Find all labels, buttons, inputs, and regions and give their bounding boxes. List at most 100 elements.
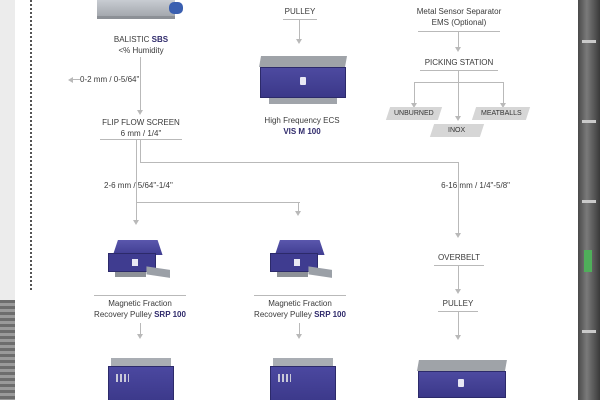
- srp-logo: [293, 259, 300, 267]
- right-photo-edge: [578, 0, 600, 400]
- photo-beam: [582, 40, 596, 43]
- connector-line: [458, 312, 459, 336]
- connector-line: [298, 202, 299, 212]
- underline: [418, 31, 500, 32]
- underline: [438, 311, 478, 312]
- arrow-down: [411, 103, 417, 108]
- photo-green-detail: [584, 250, 592, 272]
- sbs-label: BALISTIC SBS <% Humidity: [96, 34, 186, 56]
- ems-line2: EMS (Optional): [431, 18, 487, 27]
- overbelt-label: OVERBELT: [437, 253, 481, 262]
- ecs-label: High Frequency ECS VIS M 100: [252, 115, 352, 137]
- ecs-logo: [299, 76, 306, 85]
- connector-line: [414, 82, 504, 83]
- connector-line: [299, 323, 300, 335]
- connector-line: [299, 20, 300, 40]
- srp-feet: [115, 271, 147, 277]
- machine-body: [108, 365, 174, 400]
- srp-right-line1: Magnetic Fraction: [268, 299, 332, 308]
- connector-line: [140, 323, 141, 335]
- arrow-down: [137, 110, 143, 115]
- lower-machine-left: [108, 358, 174, 400]
- connector-line: [136, 140, 137, 222]
- output-unburned-label: UNBURNED: [394, 110, 434, 117]
- arrow-left: [68, 77, 73, 83]
- connector-line: [458, 266, 459, 290]
- connector-line: [458, 71, 459, 117]
- output-meatballs-label: MEATBALLS: [480, 110, 522, 117]
- srp-feet: [277, 271, 309, 277]
- output-inox-label: INOX: [448, 127, 466, 134]
- srp-right-line2: Recovery Pulley: [254, 310, 315, 319]
- ecs-model: VIS M 100: [283, 127, 321, 136]
- srp-hood: [112, 240, 163, 255]
- arrow-down: [295, 211, 301, 216]
- ecs-belt-top: [417, 360, 507, 371]
- output-inox: INOX: [429, 124, 485, 137]
- picking-station-label: PICKING STATION: [424, 58, 494, 67]
- connector-line: [503, 82, 504, 104]
- ems-line1: Metal Sensor Separator: [416, 7, 502, 16]
- srp-hood: [274, 240, 325, 255]
- branch-left-size: 2-6 mm / 5/64"-1/4": [104, 181, 173, 190]
- sbs-machine-image: [97, 0, 189, 26]
- connector-line: [458, 32, 459, 48]
- machine-vent: [115, 374, 130, 383]
- sbs-brand: SBS: [151, 35, 169, 44]
- underline: [254, 295, 346, 296]
- ecs-base: [268, 97, 338, 104]
- underline: [100, 139, 182, 140]
- flip-flow-name: FLIP FLOW SCREEN: [102, 118, 180, 127]
- connector-line: [140, 140, 141, 162]
- sbs-name-prefix: BALISTIC: [113, 35, 152, 44]
- underline: [94, 295, 186, 296]
- arrow-down: [455, 335, 461, 340]
- flip-flow-size: 6 mm / 1/4": [120, 129, 162, 138]
- srp-machine-right: [270, 240, 332, 284]
- ecs-line1: High Frequency ECS: [264, 116, 340, 125]
- sbs-humidity: <% Humidity: [118, 46, 164, 55]
- connector-line: [458, 162, 459, 234]
- connector-line: [72, 79, 80, 80]
- arrow-down: [137, 334, 143, 339]
- connector-line: [140, 57, 141, 113]
- ecs-logo: [458, 379, 465, 388]
- ecs-machine-image: [258, 56, 348, 108]
- srp-chute: [308, 266, 332, 278]
- underline: [434, 265, 484, 266]
- arrow-down: [455, 233, 461, 238]
- lower-machine-right: [270, 358, 336, 400]
- srp-left-line1: Magnetic Fraction: [108, 299, 172, 308]
- connector-line: [140, 162, 458, 163]
- dotted-border-line: [30, 0, 32, 290]
- connector-line: [136, 202, 300, 203]
- sbs-motor: [169, 2, 183, 14]
- underline: [420, 70, 498, 71]
- srp-chute: [146, 266, 170, 278]
- srp-logo: [131, 259, 138, 267]
- pulley-top-label: PULLEY: [284, 7, 316, 16]
- srp-left-model: SRP 100: [154, 310, 186, 319]
- flip-flow-label: FLIP FLOW SCREEN 6 mm / 1/4": [96, 117, 186, 139]
- industrial-photo-strip: [0, 300, 15, 400]
- ecs-body: [260, 67, 346, 98]
- lower-ecs-machine: [417, 360, 507, 400]
- reject-size-label: 0-2 mm / 0-5/64": [80, 75, 140, 84]
- ems-label: Metal Sensor Separator EMS (Optional): [404, 6, 514, 28]
- arrow-down: [455, 116, 461, 121]
- output-unburned: UNBURNED: [385, 107, 443, 120]
- arrow-down: [500, 103, 506, 108]
- arrow-down: [296, 334, 302, 339]
- underline: [283, 19, 317, 20]
- arrow-down: [455, 47, 461, 52]
- branch-right-size: 6-16 mm / 1/4"-5/8": [441, 181, 510, 190]
- machine-top: [272, 358, 334, 367]
- connector-line: [414, 82, 415, 104]
- srp-left-line2: Recovery Pulley: [94, 310, 155, 319]
- srp-right-label: Magnetic Fraction Recovery Pulley SRP 10…: [248, 298, 352, 320]
- srp-right-model: SRP 100: [314, 310, 346, 319]
- ecs-belt-top: [258, 56, 348, 68]
- left-photo-edge: [0, 0, 15, 400]
- srp-left-label: Magnetic Fraction Recovery Pulley SRP 10…: [88, 298, 192, 320]
